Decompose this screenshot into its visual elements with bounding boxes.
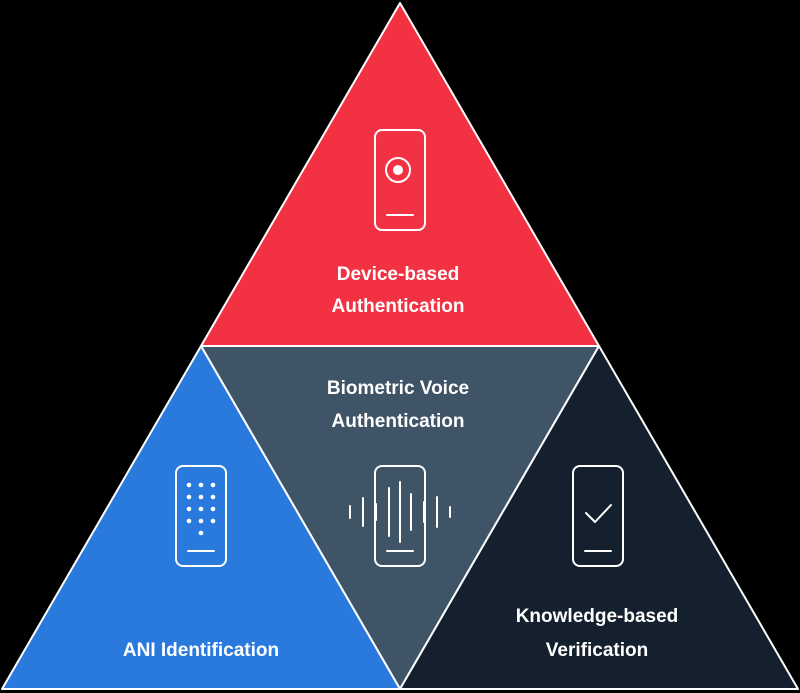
biometric-voice-label-line1: Biometric Voice <box>327 378 469 399</box>
target-phone-icon <box>374 129 426 231</box>
dialpad-phone-icon <box>175 465 227 567</box>
device-based-label-line1: Device-based <box>337 264 460 285</box>
checkmark-phone-icon <box>572 465 624 567</box>
ani-identification-label: ANI Identification <box>123 640 279 661</box>
voice-wave-phone-icon <box>349 465 451 567</box>
knowledge-based-label-line1: Knowledge-based <box>516 606 679 627</box>
segment-biometric-voice-authentication: Biometric Voice Authentication <box>200 345 600 690</box>
segment-knowledge-based-verification: Knowledge-based Verification <box>399 345 799 690</box>
segment-ani-identification: ANI Identification <box>1 345 401 690</box>
knowledge-based-label-line2: Verification <box>546 640 648 661</box>
segment-device-based-authentication: Device-based Authentication <box>200 2 600 347</box>
biometric-voice-label-line2: Authentication <box>332 411 465 432</box>
device-based-label-line2: Authentication <box>332 296 465 317</box>
left-triangle <box>1 345 401 690</box>
